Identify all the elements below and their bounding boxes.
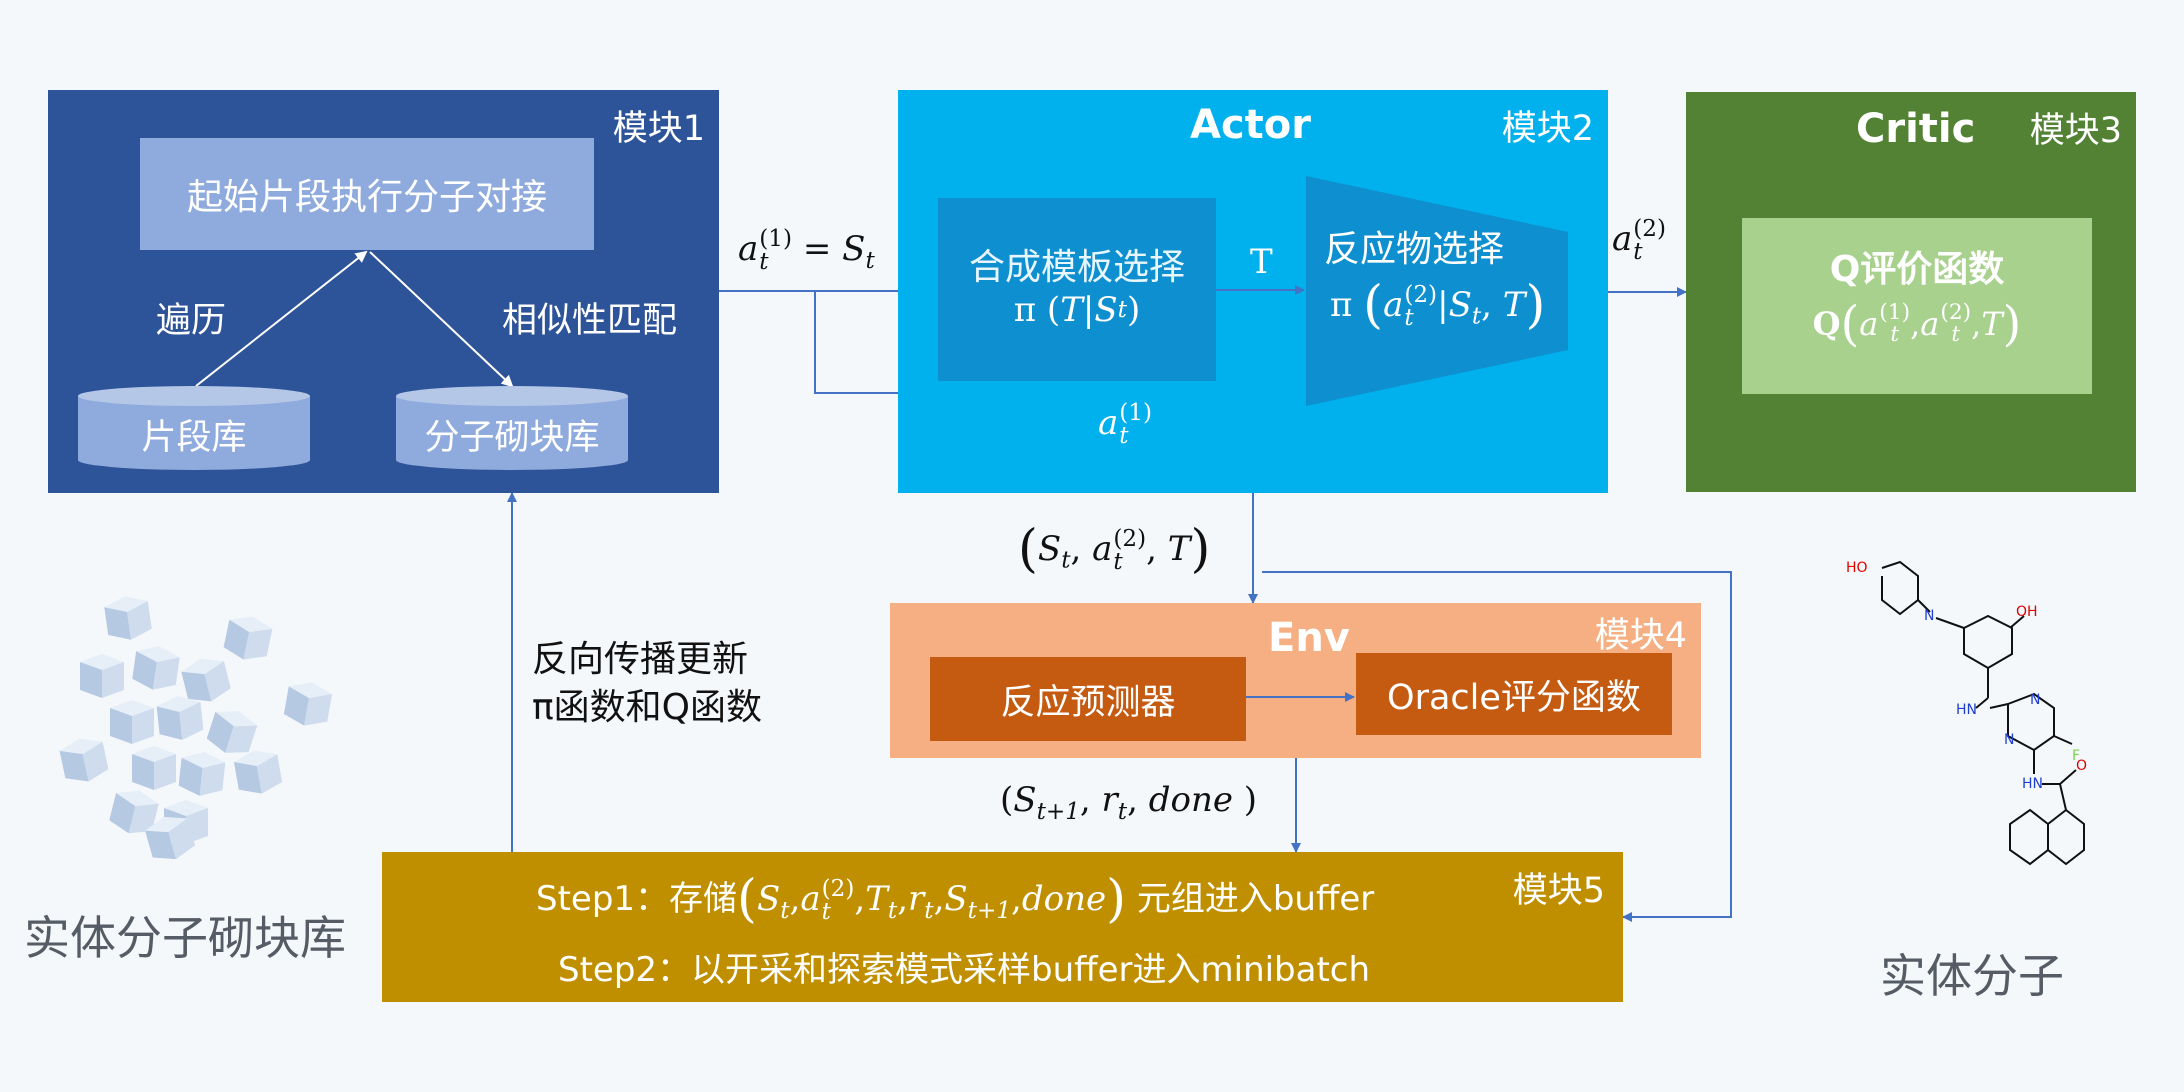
- formula-at2: a(2)t: [1612, 216, 1667, 266]
- module3-critic-block: Critic 模块3 Q评价函数 Q(a(1)t,a(2)t,T): [1686, 92, 2136, 492]
- module5-buffer-block: 模块5 Step1：存储(St,a(2)t,Tt,rt,St+1,done) 元…: [382, 852, 1623, 1002]
- atom-f: F: [2072, 748, 2080, 764]
- step1-prefix: Step1：存储: [536, 878, 738, 919]
- module2-label: 模块2: [1501, 109, 1594, 149]
- module4-env-block: Env 模块4 反应预测器 Oracle评分函数: [890, 603, 1701, 758]
- molecule-structure: HO N OH HN N N F HN O: [1846, 560, 2087, 866]
- left-caption: 实体分子砌块库: [24, 911, 346, 965]
- traverse-label: 遍历: [156, 301, 227, 341]
- step1-line: Step1：存储(St,a(2)t,Tt,rt,St+1,done) 元组进入b…: [536, 870, 1375, 929]
- step2-line: Step2：以开采和探索模式采样buffer进入minibatch: [558, 950, 1371, 990]
- reaction-predictor-box: 反应预测器: [930, 657, 1246, 741]
- atom-n-pip: N: [1924, 608, 1934, 624]
- docking-box: 起始片段执行分子对接: [140, 138, 594, 250]
- block-db-label: 分子砌块库: [424, 417, 600, 458]
- atom-o: O: [2076, 758, 2087, 774]
- formula-at1-lower: a(1)t: [1098, 400, 1153, 450]
- env-internal-arrow: [1246, 692, 1355, 702]
- block-db-cylinder: [396, 386, 628, 470]
- actor-title: Actor: [1190, 102, 1311, 148]
- oracle-box: Oracle评分函数: [1356, 653, 1672, 735]
- critic-title: Critic: [1856, 106, 1976, 152]
- module3-label: 模块3: [2029, 111, 2122, 151]
- step1-suffix: 元组进入buffer: [1136, 878, 1375, 919]
- template-select-label: 合成模板选择: [968, 247, 1185, 288]
- formula-pi-at2: π (a(2)t|St, T): [1330, 276, 1546, 335]
- reactant-select-label: 反应物选择: [1324, 229, 1505, 270]
- actor-internal-arrows: [1216, 176, 1568, 406]
- atom-hn: HN: [1956, 702, 1977, 718]
- similarity-label: 相似性匹配: [502, 301, 678, 341]
- fragment-db-cylinder: [78, 386, 310, 470]
- module4-label: 模块4: [1594, 616, 1687, 656]
- module1-label: 模块1: [612, 109, 705, 149]
- env-title: Env: [1268, 615, 1350, 661]
- arrow-loop-to-buffer: [1262, 571, 1732, 922]
- atom-n1: N: [2030, 692, 2040, 708]
- backprop-text: 反向传播更新 π函数和Q函数: [532, 636, 762, 732]
- fragment-db-label: 片段库: [141, 417, 247, 458]
- backprop-line1: 反向传播更新: [532, 639, 749, 680]
- T-arrow-label: T: [1250, 242, 1273, 282]
- q-function-box: [1742, 218, 2092, 394]
- module1-arrows: [78, 250, 628, 470]
- module5-label: 模块5: [1512, 871, 1605, 911]
- formula-st1-rt-done: (St+1, rt, done ): [1000, 780, 1258, 825]
- template-select-box: [938, 198, 1216, 381]
- formula-at1-eq-st: a(1)t = St: [738, 226, 875, 276]
- reactant-trapezoid: [1306, 176, 1568, 406]
- cube-cluster-illustration: [57, 593, 334, 866]
- atom-hn2: HN: [2022, 776, 2043, 792]
- q-function-title: Q评价函数: [1829, 249, 2005, 290]
- atom-n2: N: [2004, 732, 2014, 748]
- atom-ho: HO: [1846, 560, 1868, 576]
- right-caption: 实体分子: [1880, 949, 2064, 1003]
- atom-oh: OH: [2016, 604, 2038, 620]
- formula-q: Q(a(1)t,a(2)t,T): [1812, 296, 2022, 352]
- formula-st-at2-T: (St, a(2)t, T): [1018, 520, 1211, 579]
- backprop-line2: π函数和Q函数: [532, 687, 763, 728]
- module1-block: 模块1 起始片段执行分子对接 遍历 相似性匹配 片段库 分子砌块库: [48, 90, 719, 493]
